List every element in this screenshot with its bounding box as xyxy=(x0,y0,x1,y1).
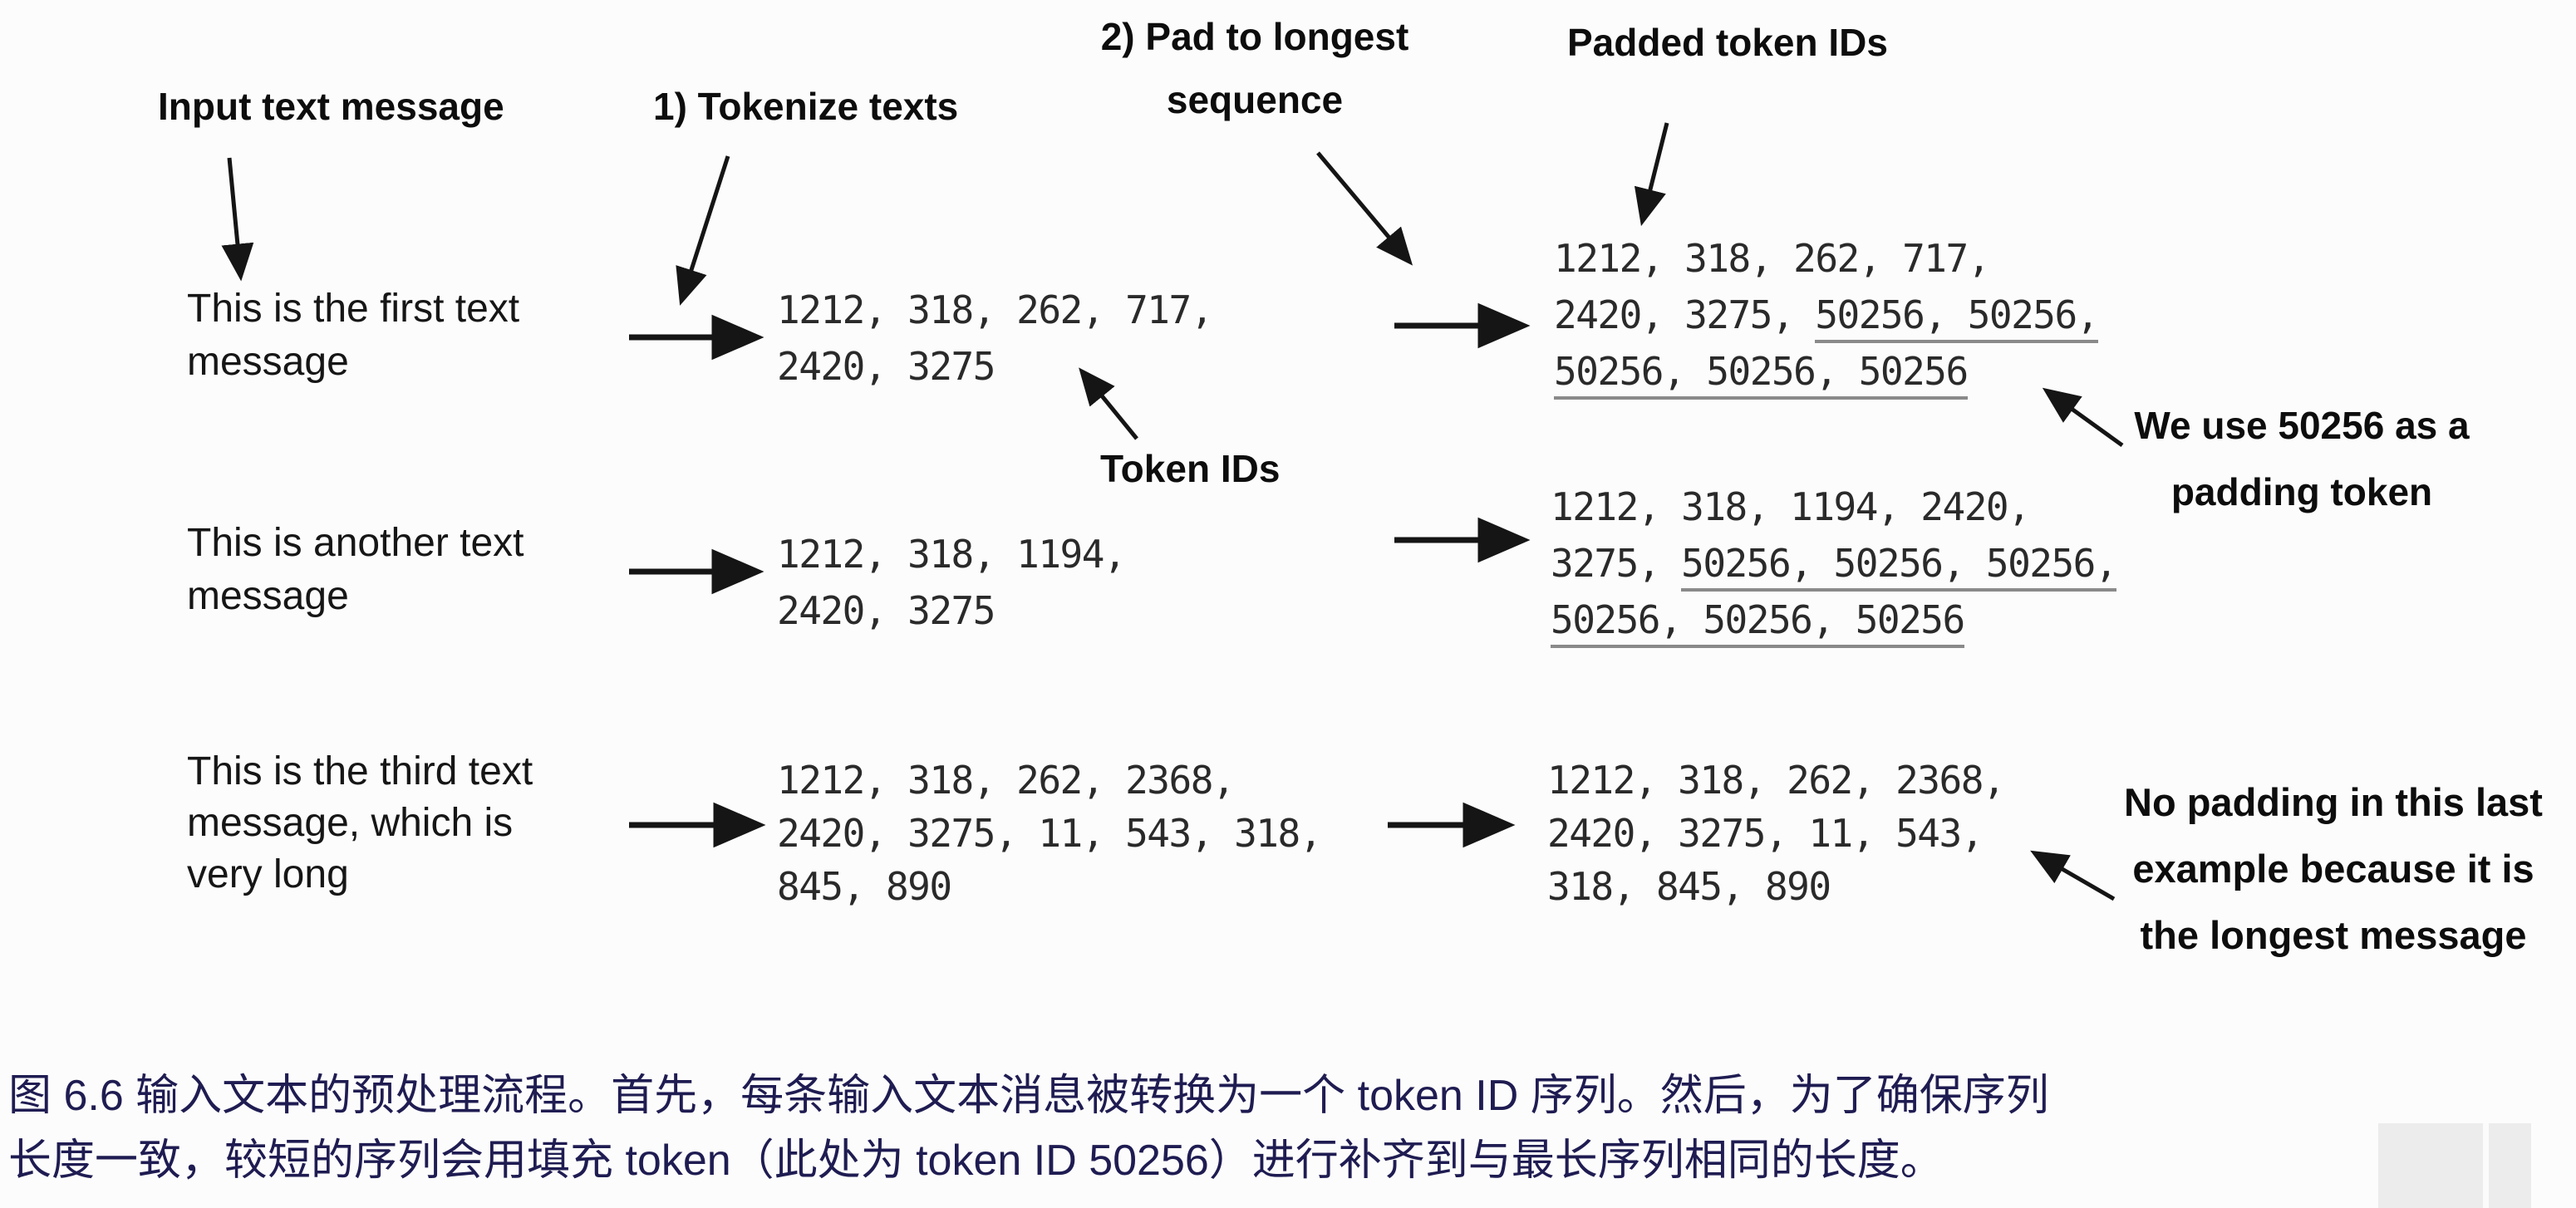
row1-input-text: This is the first text message xyxy=(187,282,519,389)
input-text-message-label: Input text message xyxy=(158,85,504,128)
arrow-tokenize-label-to-tokens xyxy=(676,155,730,306)
input-text-line: message, which is xyxy=(187,801,514,845)
padding-token-note: We use 50256 as a padding token xyxy=(2111,392,2493,525)
padded-token-ids-line: 2420, 3275, 11, 543, xyxy=(1547,807,2004,860)
padding-token-run: 50256, 50256, xyxy=(1815,292,2099,343)
token-ids-line: 1212, 318, 1194, xyxy=(777,532,1127,577)
tokenize-step-label: 1) Tokenize texts xyxy=(653,85,959,128)
padded-token-ids-line: 1212, 318, 262, 717, xyxy=(1554,230,2098,287)
arrow-padded-ids-label-to-padded xyxy=(1634,122,1669,227)
padding-token-note-line1: We use 50256 as a xyxy=(2134,404,2470,447)
input-text-line: This is another text xyxy=(187,521,524,565)
padded-token-ids-line: 3275, 50256, 50256, 50256, xyxy=(1551,535,2118,592)
padded-token-ids-line: 318, 845, 890 xyxy=(1547,860,2004,913)
token-run: 2420, 3275, xyxy=(1554,292,1816,337)
token-ids-line: 2420, 3275, 11, 543, 318, xyxy=(777,811,1322,856)
row2-input-text: This is another text message xyxy=(187,517,524,623)
padded-token-ids-label: Padded token IDs xyxy=(1567,21,1888,64)
row1-padded-token-ids: 1212, 318, 262, 717, 2420, 3275, 50256, 5… xyxy=(1554,230,2099,400)
padding-token-run: 50256, 50256, 50256, xyxy=(1681,541,2118,592)
figure-caption-line2: 长度一致，较短的序列会用填充 token（此处为 token ID 50256）… xyxy=(8,1137,1944,1185)
padded-token-ids-line: 1212, 318, 262, 2368, xyxy=(1547,754,2006,807)
input-text-line: This is the third text xyxy=(187,749,533,793)
token-ids-line: 2420, 3275 xyxy=(777,588,995,633)
arrow-input-label-to-row1 xyxy=(221,157,254,282)
padded-token-ids-line: 50256, 50256, 50256 xyxy=(1551,592,2116,648)
row1-token-ids: 1212, 318, 262, 717, 2420, 3275 xyxy=(777,282,1213,395)
corner-overlay xyxy=(2378,1123,2531,1208)
no-padding-note-line2: example because it is xyxy=(2132,847,2534,891)
padding-token-note-line2: padding token xyxy=(2170,470,2433,513)
token-ids-label: Token IDs xyxy=(1100,447,1281,490)
row3-padded-token-ids: 1212, 318, 262, 2368, 2420, 3275, 11, 543… xyxy=(1547,754,2006,913)
pad-step-label: 2) Pad to longest sequence xyxy=(1089,5,1421,131)
no-padding-note: No padding in this last example because … xyxy=(2117,769,2549,969)
padded-token-ids-line: 50256, 50256, 50256 xyxy=(1554,343,2098,400)
input-text-line: This is the first text xyxy=(187,287,520,331)
token-ids-line: 1212, 318, 262, 2368, xyxy=(777,758,1236,803)
token-run: 1212, 318, 262, 2368, xyxy=(1547,758,2006,803)
padding-token-run: 50256, 50256, 50256 xyxy=(1551,597,1965,648)
token-run: 1212, 318, 262, 717, xyxy=(1554,236,1990,281)
input-text-line: message xyxy=(187,340,349,384)
token-run: 1212, 318, 1194, 2420, xyxy=(1551,484,2031,529)
row3-input-text: This is the third text message, which is v… xyxy=(187,746,533,901)
corner-overlay-gap xyxy=(2483,1123,2489,1208)
token-ids-line: 1212, 318, 262, 717, xyxy=(777,287,1213,332)
padded-token-ids-line: 1212, 318, 1194, 2420, xyxy=(1551,479,2116,535)
no-padding-note-line3: the longest message xyxy=(2140,913,2527,957)
padded-token-ids-line: 2420, 3275, 50256, 50256, xyxy=(1554,287,2099,343)
token-run: 3275, xyxy=(1551,541,1682,586)
padding-token-run: 50256, 50256, 50256 xyxy=(1554,349,1969,400)
token-ids-line: 845, 890 xyxy=(777,864,952,909)
row3-token-ids: 1212, 318, 262, 2368, 2420, 3275, 11, 543… xyxy=(777,754,1322,913)
pad-step-label-line2: sequence xyxy=(1166,78,1344,121)
token-run: 318, 845, 890 xyxy=(1547,864,1831,909)
arrow-no-padding-annotation xyxy=(2030,850,2116,901)
token-run: 2420, 3275, 11, 543, xyxy=(1547,811,1984,856)
input-text-line: message xyxy=(187,574,349,618)
token-ids-line: 2420, 3275 xyxy=(777,344,995,389)
figure-caption: 图 6.6 输入文本的预处理流程。首先，每条输入文本消息被转换为一个 token… xyxy=(8,1063,2569,1193)
arrow-pad-label-to-padded xyxy=(1316,151,1413,266)
pad-step-label-line1: 2) Pad to longest xyxy=(1100,15,1409,58)
no-padding-note-line1: No padding in this last xyxy=(2124,780,2543,824)
row2-padded-token-ids: 1212, 318, 1194, 2420, 3275, 50256, 50256… xyxy=(1551,479,2118,648)
figure-caption-line1: 图 6.6 输入文本的预处理流程。首先，每条输入文本消息被转换为一个 token… xyxy=(8,1072,2049,1120)
input-text-line: very long xyxy=(187,852,349,896)
row2-token-ids: 1212, 318, 1194, 2420, 3275 xyxy=(777,526,1127,639)
